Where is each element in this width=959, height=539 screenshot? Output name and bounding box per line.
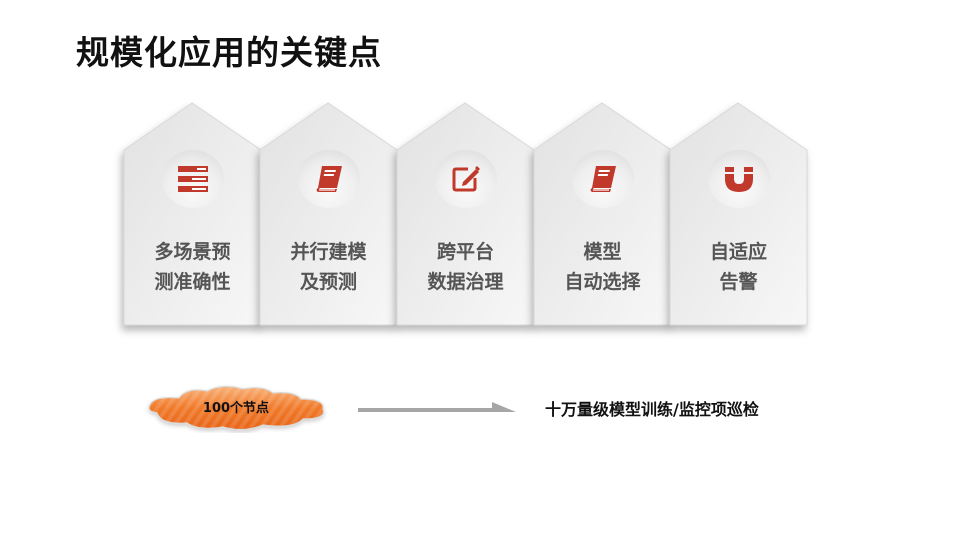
card-parallel-modeling: 并行建模 及预测: [259, 102, 398, 326]
card-label: 模型 自动选择: [564, 241, 641, 293]
card-cross-platform: 跨平台 数据治理: [396, 102, 535, 326]
key-points-row: 多场景预 测准确性 并行建模 及预测: [123, 102, 808, 326]
book-icon: [316, 166, 342, 192]
book-icon: [590, 166, 616, 192]
card-auto-model-selection: 模型 自动选择: [533, 102, 672, 326]
icon-circle: [572, 150, 634, 208]
page-title: 规模化应用的关键点: [76, 33, 382, 72]
icon-circle: [298, 150, 360, 208]
card-label: 自适应 告警: [709, 241, 767, 293]
list-icon: [178, 166, 208, 192]
card-label: 并行建模 及预测: [290, 241, 367, 293]
card-adaptive-alert: 自适应 告警: [669, 102, 808, 326]
card-multi-scenario: 多场景预 测准确性: [123, 102, 262, 326]
card-label: 跨平台 数据治理: [427, 241, 504, 293]
icon-circle: [708, 150, 770, 208]
cloud-shape: [148, 385, 325, 431]
card-shape: [669, 102, 808, 326]
right-arrow-icon: [358, 402, 516, 412]
node-count-label: 100个节点: [202, 401, 270, 416]
scale-result-label: 十万量级模型训练/监控项巡检: [545, 400, 759, 419]
magnet-icon: [725, 167, 753, 192]
edit-icon: [452, 166, 480, 192]
icon-circle: [162, 150, 224, 208]
card-label: 多场景预 测准确性: [154, 241, 231, 293]
icon-circle: [435, 150, 497, 208]
